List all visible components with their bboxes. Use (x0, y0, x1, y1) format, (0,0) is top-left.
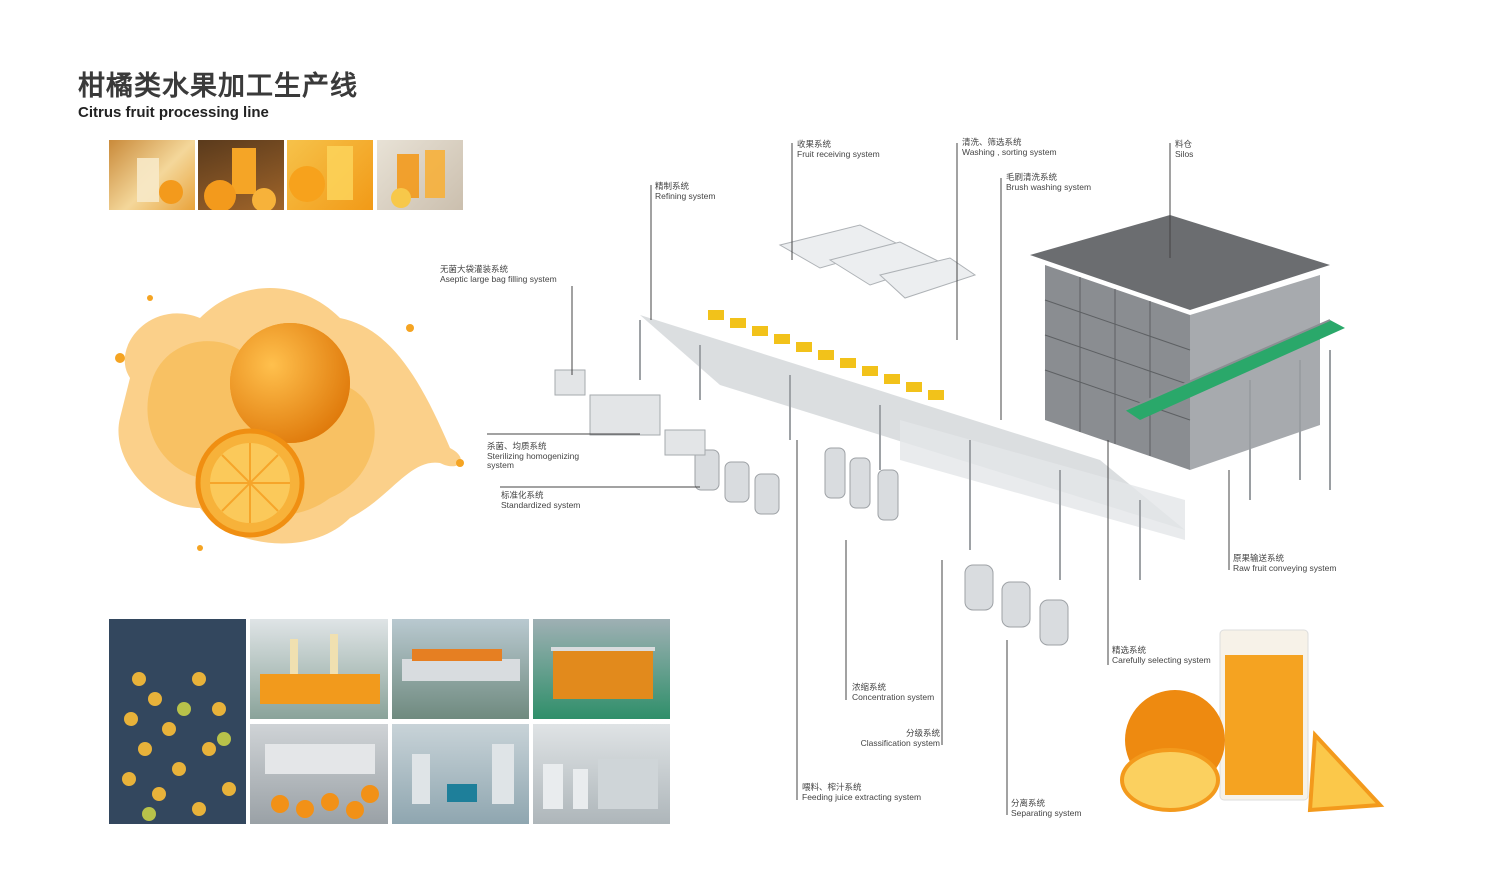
thumbnail-juice-glass-4 (377, 140, 463, 210)
page-title-cn: 柑橘类水果加工生产线 (78, 71, 358, 102)
photo-workers-sorting (250, 619, 388, 719)
photo-orange-wash-chute (250, 724, 388, 824)
orange-splash-illustration (115, 288, 464, 551)
thumbnail-juice-glass-3 (287, 140, 373, 210)
photo-green-floor-conveyor (533, 619, 670, 719)
thumbnail-juice-glass-2 (198, 140, 284, 210)
photo-factory-hall (533, 724, 670, 824)
photo-washing-machine (392, 619, 529, 719)
juice-glass-illustration (1120, 629, 1385, 813)
page-title-en: Citrus fruit processing line (78, 104, 269, 121)
photo-tanks-pump (392, 724, 529, 824)
processing-line-diagram (554, 215, 1345, 646)
photo-orange-sorting-belt (109, 619, 246, 824)
thumbnail-juice-glass-1 (109, 140, 195, 210)
